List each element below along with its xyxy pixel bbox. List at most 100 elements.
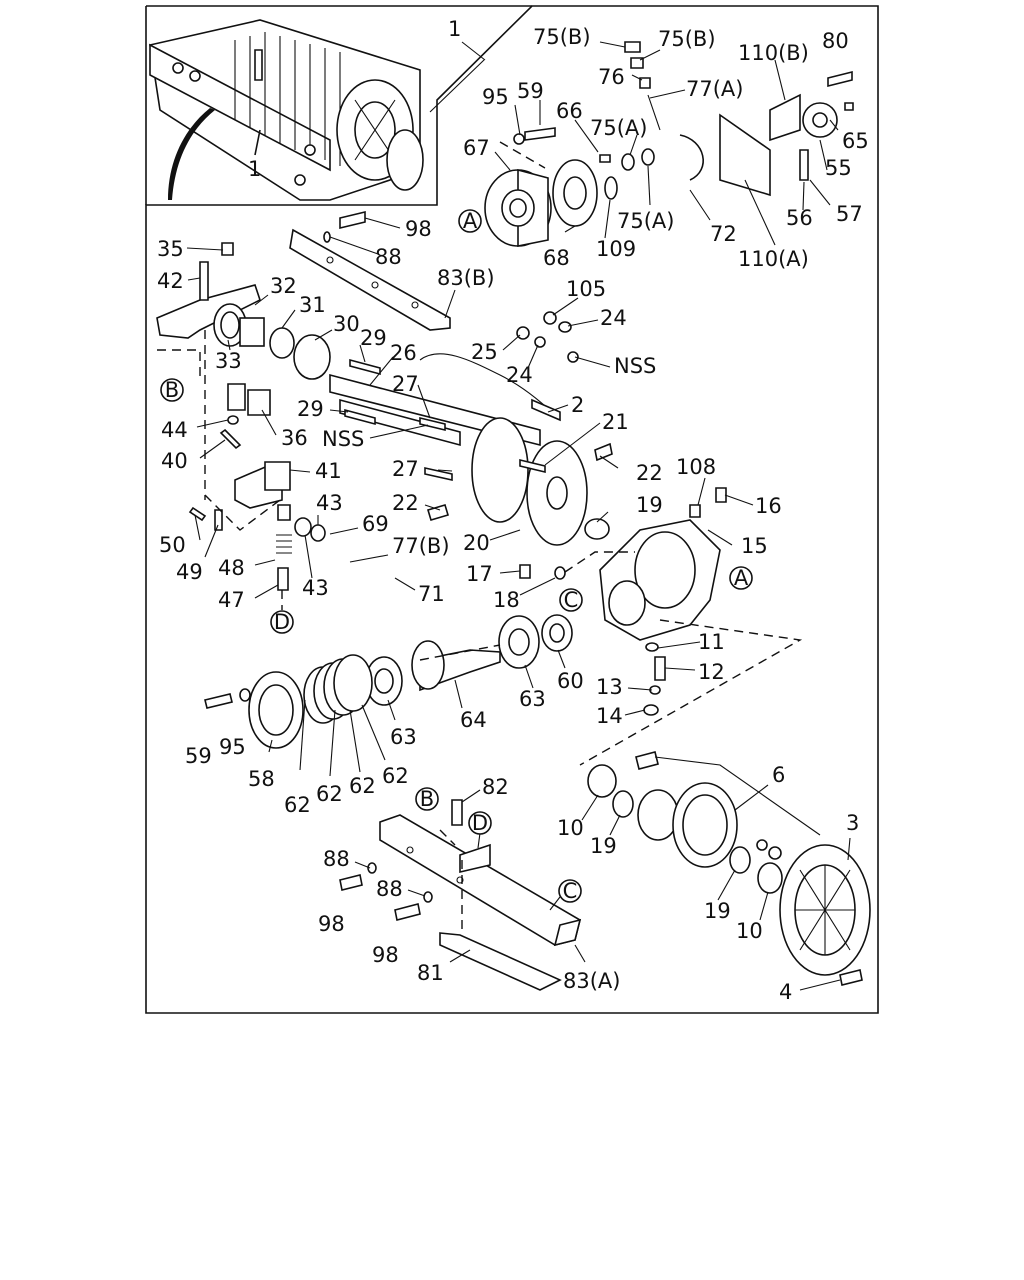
part-label: 68 — [543, 246, 570, 270]
part-label: 15 — [741, 534, 768, 558]
mounting-bracket-83a — [339, 799, 582, 991]
part-label: 56 — [786, 206, 813, 230]
part-label: 63 — [390, 725, 417, 749]
callout-c: C — [564, 588, 579, 612]
winch-assembly-inset — [149, 19, 424, 201]
part-label: 76 — [598, 65, 625, 89]
part-label: 77(A) — [686, 77, 743, 101]
part-label: 80 — [822, 29, 849, 53]
part-label: 88 — [323, 847, 350, 871]
callout-d: D — [472, 811, 488, 835]
part-label: 16 — [755, 494, 782, 518]
callout-b: B — [165, 378, 179, 402]
diagram-frame — [145, 5, 879, 1014]
part-label: 17 — [466, 562, 493, 586]
part-label: 47 — [218, 588, 245, 612]
part-label: 25 — [471, 340, 498, 364]
part-label: 43 — [316, 491, 343, 515]
part-label: 81 — [417, 961, 444, 985]
part-label: 40 — [161, 449, 188, 473]
part-label: 10 — [557, 816, 584, 840]
part-label: 62 — [284, 793, 311, 817]
part-label: 29 — [360, 326, 387, 350]
part-label: 4 — [779, 980, 792, 1004]
part-label: 75(A) — [617, 209, 674, 233]
part-label: 95 — [219, 735, 246, 759]
callout-markers: A A B B C C D D — [160, 209, 753, 903]
part-label: 95 — [482, 85, 509, 109]
part-label: 75(B) — [658, 27, 716, 51]
part-label: 58 — [248, 767, 275, 791]
gear-and-cover — [587, 751, 871, 986]
part-label: 63 — [519, 687, 546, 711]
callout-a: A — [734, 566, 749, 590]
part-label: 12 — [698, 660, 725, 684]
part-label: 24 — [600, 306, 627, 330]
callout-b: B — [420, 787, 434, 811]
curved-arrow — [168, 108, 215, 200]
part-label: 6 — [772, 763, 785, 787]
part-label: 105 — [566, 277, 606, 301]
part-label: 21 — [602, 410, 629, 434]
part-label: 59 — [517, 79, 544, 103]
part-label: 83(A) — [563, 969, 620, 993]
motor-parts-row — [204, 614, 573, 749]
part-label: NSS — [322, 427, 364, 451]
part-label: 109 — [596, 237, 636, 261]
part-label: 88 — [376, 877, 403, 901]
part-label: 98 — [372, 943, 399, 967]
part-labels: 1 1 75(B) 75(B) 110(B) 80 76 77(A) 95 59… — [157, 17, 869, 1004]
part-label: 19 — [590, 834, 617, 858]
gear-housing — [519, 487, 803, 766]
shaft-and-drum — [329, 311, 613, 546]
part-label: 30 — [333, 312, 360, 336]
part-label: 60 — [557, 669, 584, 693]
part-label: NSS — [614, 354, 656, 378]
part-label: 20 — [463, 531, 490, 555]
part-label: 62 — [382, 764, 409, 788]
part-label: 50 — [159, 533, 186, 557]
part-label: 35 — [157, 237, 184, 261]
part-label: 62 — [316, 782, 343, 806]
part-label: 42 — [157, 269, 184, 293]
part-label: 1 — [248, 157, 261, 181]
part-label: 1 — [448, 17, 461, 41]
part-label: 55 — [825, 156, 852, 180]
part-label: 10 — [736, 919, 763, 943]
part-label: 44 — [161, 418, 188, 442]
part-label: 75(B) — [533, 25, 591, 49]
leader-lines — [186, 41, 851, 991]
part-label: 26 — [390, 341, 417, 365]
part-label: 66 — [556, 99, 583, 123]
part-label: 71 — [418, 582, 445, 606]
part-label: 67 — [463, 136, 490, 160]
part-label: 19 — [636, 493, 663, 517]
part-label: 75(A) — [590, 116, 647, 140]
part-label: 33 — [215, 349, 242, 373]
part-label: 11 — [698, 630, 725, 654]
part-label: 77(B) — [392, 534, 450, 558]
part-label: 2 — [571, 393, 584, 417]
part-label: 36 — [281, 426, 308, 450]
part-label: 49 — [176, 560, 203, 584]
part-label: 31 — [299, 293, 326, 317]
part-label: 110(A) — [738, 247, 809, 271]
part-label: 22 — [392, 491, 419, 515]
part-label: 48 — [218, 556, 245, 580]
part-label: 69 — [362, 512, 389, 536]
mounting-bracket-83b — [289, 210, 451, 331]
part-label: 108 — [676, 455, 716, 479]
part-label: 43 — [302, 576, 329, 600]
part-label: 29 — [297, 397, 324, 421]
part-label: 64 — [460, 708, 487, 732]
part-label: 22 — [636, 461, 663, 485]
part-label: 3 — [846, 811, 859, 835]
part-label: 27 — [392, 457, 419, 481]
part-label: 65 — [842, 129, 869, 153]
part-label: 13 — [596, 675, 623, 699]
part-label: 24 — [506, 363, 533, 387]
part-label: 57 — [836, 202, 863, 226]
part-label: 98 — [405, 217, 432, 241]
part-label: 27 — [392, 372, 419, 396]
